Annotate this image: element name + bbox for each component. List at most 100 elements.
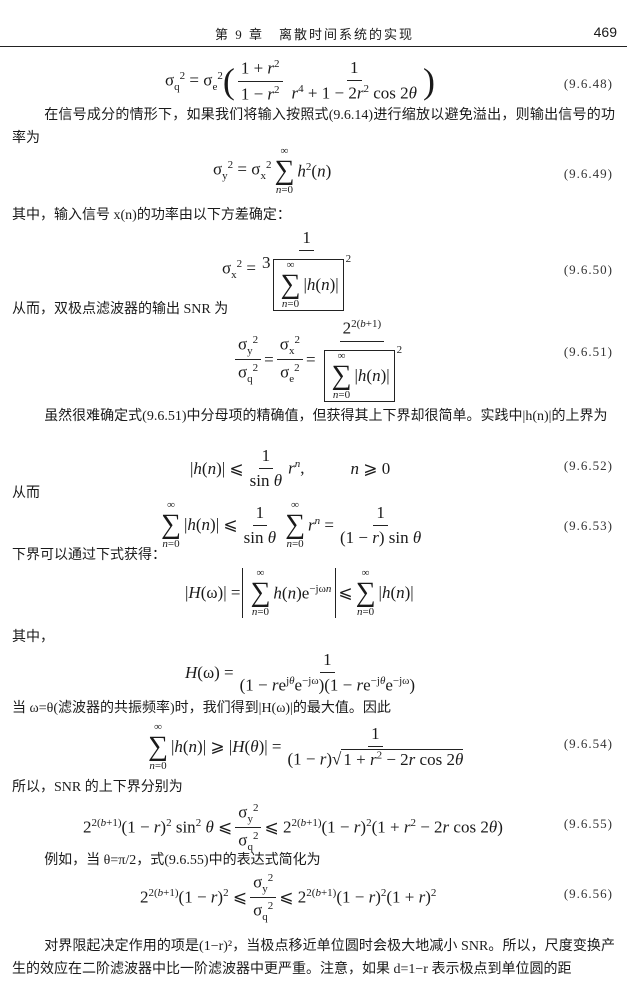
fraction: 1(1 − r)√1 + r2 − 2r cos 2θ (284, 724, 466, 770)
eq-term: |h(n)| (354, 365, 390, 385)
eq-term: rn = (308, 514, 334, 535)
summation: ∞∑n=0 (161, 499, 181, 550)
eq-lhs: |H(ω)| = (185, 583, 241, 602)
paren: ) (423, 61, 436, 102)
equation-number: (9.6.49) (563, 166, 613, 181)
equation-number: (9.6.56) (563, 886, 613, 901)
numerator: σy2 (235, 334, 262, 361)
denominator: r4 + 1 − 2r2 cos 2θ (291, 83, 418, 103)
denominator: 3∞∑n=0|h(n)|2 (262, 253, 352, 311)
paragraph: 其中， (12, 630, 54, 645)
eq-term: |h(n)| (378, 583, 414, 602)
upper-limit: ∞ (280, 145, 289, 157)
numerator: 1 (252, 503, 268, 526)
denominator: 1 − r2 (240, 83, 280, 104)
eq-lhs: 22(b+1)(1 − r)2 ⩽ (140, 887, 248, 907)
chapter-title: 第 9 章 离散时间系统的实现 (215, 27, 415, 42)
paragraph: 其中，输入信号 x(n)的功率由以下方差确定： (12, 208, 291, 223)
eq-lhs: H(ω) = (185, 662, 234, 682)
numerator: 1 (320, 650, 335, 673)
eq-lhs: σy2 = σx2 (213, 159, 272, 183)
paren: ( (222, 61, 235, 102)
numerator: σy2 (235, 802, 262, 829)
fraction: 1(1 − rejθe−jω)(1 − re−jθe−jω) (237, 650, 418, 696)
summation: ∞∑n=0 (148, 721, 168, 772)
equation-number: (9.6.51) (563, 344, 613, 359)
upper-limit: ∞ (291, 499, 299, 511)
eq-lhs: σq2 = σe2 (165, 69, 223, 93)
denominator: (1 − r)√1 + r2 − 2r cos 2θ (284, 747, 466, 770)
equation-number: (9.6.53) (563, 518, 613, 533)
paragraph: 例如，当 θ=π/2，式(9.6.55)中的表达式简化为 (44, 853, 321, 868)
numerator: 1 + r2 (237, 58, 283, 82)
equation-number: (9.6.52) (563, 458, 613, 473)
summation: ∞∑n=0 (285, 499, 306, 550)
equation-number: (9.6.54) (563, 736, 613, 751)
eq-term: |h(n)| ⩽ (183, 515, 238, 534)
paragraph: 从而 (12, 486, 40, 501)
denominator: sin θ (243, 527, 277, 547)
page-header: 第 9 章 离散时间系统的实现 469 (0, 22, 627, 44)
denominator: ∞∑n=0|h(n)|2 (319, 342, 406, 402)
numerator: 1 (368, 724, 383, 748)
upper-limit: ∞ (337, 349, 346, 362)
denominator: σq2 (238, 362, 259, 386)
equation-number: (9.6.48) (563, 76, 613, 91)
eq-rhs: ⩽ 22(b+1)(1 − r)2(1 + r2 − 2r cos 2θ) (264, 817, 503, 837)
summation: ∞∑n=0 (274, 145, 295, 196)
paragraph: 下界可以通过下式获得： (12, 548, 166, 563)
lower-limit: n=0 (332, 388, 351, 401)
denominator: σe2 (280, 362, 300, 386)
equation-9-6-50: σx2 = 1 3∞∑n=0|h(n)|2 (222, 228, 357, 311)
eq-term: rn, (288, 458, 305, 478)
exponent: 2 (396, 343, 403, 356)
fraction: 1 3∞∑n=0|h(n)|2 (259, 228, 354, 311)
paragraph: 虽然很难确定式(9.6.51)中分母项的精确值，但获得其上下界却很简单。实践中|… (44, 409, 608, 424)
numerator: 1 (347, 58, 362, 82)
sqrt-radicand: 1 + r2 − 2r cos 2θ (341, 748, 464, 769)
equation-H-omega: H(ω) = 1(1 − rejθe−jω)(1 − re−jθe−jω) (185, 650, 421, 696)
eq-term: h2(n) (297, 160, 332, 181)
fraction: 1(1 − r) sin θ (337, 503, 424, 548)
eq-term: |h(n)| ⩾ |H(θ)| = (170, 737, 282, 756)
lower-limit: n=0 (251, 606, 270, 618)
eq-condition: n ⩾ 0 (350, 458, 391, 478)
fraction: 22(b+1) ∞∑n=0|h(n)|2 (319, 318, 406, 402)
lower-limit: n=0 (149, 760, 167, 772)
lower-limit: n=0 (286, 538, 304, 550)
eq-relation: ⩽ (338, 583, 353, 602)
upper-limit: ∞ (361, 567, 370, 579)
numerator: σy2 (250, 872, 277, 899)
paragraph: 从而，双极点滤波器的输出 SNR 为 (12, 302, 229, 317)
eq-lhs: 22(b+1)(1 − r)2 sin2 θ ⩽ (83, 817, 233, 837)
equation-9-6-49: σy2 = σx2 ∞∑n=0 h2(n) (213, 146, 331, 196)
page-number: 469 (593, 24, 617, 40)
equation-number: (9.6.55) (563, 816, 613, 831)
upper-limit: ∞ (154, 721, 162, 733)
lower-limit: n=0 (162, 538, 180, 550)
upper-limit: ∞ (167, 499, 175, 511)
lower-limit: n=0 (275, 184, 294, 196)
header-rule (0, 46, 627, 47)
sqrt-prefix: (1 − r)√ (287, 749, 342, 769)
numerator: 1 (299, 228, 314, 251)
equation-number: (9.6.50) (563, 262, 613, 277)
paragraph: 在信号成分的情形下，如果我们将输入按照式(9.6.14)进行缩放以避免溢出，则输… (12, 108, 615, 146)
exponent: 2 (345, 253, 352, 265)
eq-rhs: ⩽ 22(b+1)(1 − r)2(1 + r)2 (279, 887, 437, 907)
numerator: 1 (258, 446, 274, 469)
numerator: σx2 (276, 334, 303, 361)
eq-lhs: σx2 = (222, 257, 257, 282)
equation-9-6-54: ∞∑n=0 |h(n)| ⩾ |H(θ)| = 1(1 − r)√1 + r2 … (145, 722, 469, 772)
